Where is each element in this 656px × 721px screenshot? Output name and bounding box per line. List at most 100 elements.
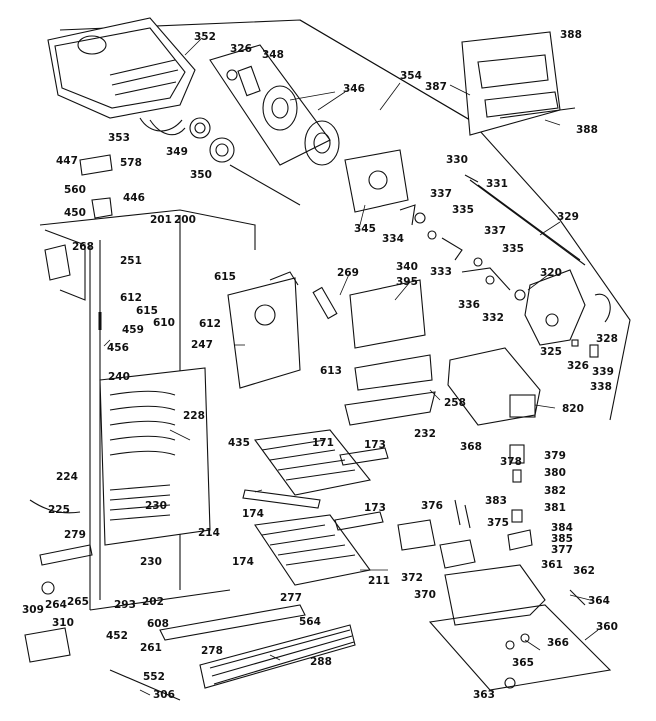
part-label-372: 372 bbox=[401, 572, 423, 584]
part-label-335-b: 335 bbox=[502, 243, 524, 255]
part-label-200: 200 bbox=[174, 214, 196, 226]
part-label-381: 381 bbox=[544, 502, 566, 514]
part-label-338: 338 bbox=[590, 381, 612, 393]
part-label-335-a: 335 bbox=[452, 204, 474, 216]
part-label-288: 288 bbox=[310, 656, 332, 668]
part-label-174-b: 174 bbox=[232, 556, 254, 568]
part-label-224: 224 bbox=[56, 471, 78, 483]
part-label-337-b: 337 bbox=[484, 225, 506, 237]
control-housing bbox=[227, 271, 301, 389]
part-label-362: 362 bbox=[573, 565, 595, 577]
part-label-352: 352 bbox=[194, 31, 216, 43]
part-label-278: 278 bbox=[201, 645, 223, 657]
part-label-361: 361 bbox=[541, 559, 563, 571]
part-label-820: 820 bbox=[562, 403, 584, 415]
evaporator bbox=[99, 367, 211, 546]
part-label-320: 320 bbox=[540, 267, 562, 279]
baskets bbox=[242, 429, 389, 586]
part-label-610: 610 bbox=[153, 317, 175, 329]
part-label-363: 363 bbox=[473, 689, 495, 701]
part-label-173-b: 173 bbox=[364, 502, 386, 514]
icemaker-assembly bbox=[447, 347, 541, 426]
part-label-211: 211 bbox=[368, 575, 390, 587]
compartment-outline bbox=[59, 19, 631, 421]
part-label-171: 171 bbox=[312, 437, 334, 449]
part-label-214: 214 bbox=[198, 527, 220, 539]
part-label-264: 264 bbox=[45, 599, 67, 611]
part-label-388-bottom: 388 bbox=[576, 124, 598, 136]
part-label-232: 232 bbox=[414, 428, 436, 440]
part-label-173-a: 173 bbox=[364, 439, 386, 451]
part-label-279: 279 bbox=[64, 529, 86, 541]
part-label-240: 240 bbox=[108, 371, 130, 383]
part-label-379: 379 bbox=[544, 450, 566, 462]
part-label-564: 564 bbox=[299, 616, 321, 628]
part-label-310: 310 bbox=[52, 617, 74, 629]
part-label-277: 277 bbox=[280, 592, 302, 604]
part-label-612-a: 612 bbox=[120, 292, 142, 304]
part-label-388-top: 388 bbox=[560, 29, 582, 41]
part-label-378: 378 bbox=[500, 456, 522, 468]
motor-plate bbox=[344, 149, 409, 213]
part-label-228: 228 bbox=[183, 410, 205, 422]
ice-bucket bbox=[47, 17, 196, 132]
part-label-360: 360 bbox=[596, 621, 618, 633]
part-label-329: 329 bbox=[557, 211, 579, 223]
part-label-269: 269 bbox=[337, 267, 359, 279]
part-label-447: 447 bbox=[56, 155, 78, 167]
part-label-366: 366 bbox=[547, 637, 569, 649]
part-label-330: 330 bbox=[446, 154, 468, 166]
part-label-265: 265 bbox=[67, 596, 89, 608]
part-label-560: 560 bbox=[64, 184, 86, 196]
part-label-615-a: 615 bbox=[214, 271, 236, 283]
part-label-353: 353 bbox=[108, 132, 130, 144]
part-label-346: 346 bbox=[343, 83, 365, 95]
dispenser-tray bbox=[428, 564, 612, 691]
part-label-340: 340 bbox=[396, 261, 418, 273]
part-label-452: 452 bbox=[106, 630, 128, 642]
part-label-332: 332 bbox=[482, 312, 504, 324]
part-label-376: 376 bbox=[421, 500, 443, 512]
part-label-339: 339 bbox=[592, 366, 614, 378]
lower-parts bbox=[24, 499, 356, 701]
part-label-326: 326 bbox=[230, 43, 252, 55]
part-label-174-a: 174 bbox=[242, 508, 264, 520]
part-label-395: 395 bbox=[396, 276, 418, 288]
shelf-panels bbox=[312, 279, 436, 426]
part-label-446: 446 bbox=[123, 192, 145, 204]
part-label-326-b: 326 bbox=[567, 360, 589, 372]
part-label-377: 377 bbox=[551, 544, 573, 556]
part-label-459: 459 bbox=[122, 324, 144, 336]
part-label-382: 382 bbox=[544, 485, 566, 497]
part-label-202: 202 bbox=[142, 596, 164, 608]
part-label-608: 608 bbox=[147, 618, 169, 630]
part-label-334: 334 bbox=[382, 233, 404, 245]
part-label-325: 325 bbox=[540, 346, 562, 358]
part-label-306: 306 bbox=[153, 689, 175, 701]
part-label-435: 435 bbox=[228, 437, 250, 449]
part-label-350: 350 bbox=[190, 169, 212, 181]
part-label-230-b: 230 bbox=[140, 556, 162, 568]
part-label-201: 201 bbox=[150, 214, 172, 226]
dispenser-components bbox=[397, 444, 533, 569]
linkage-parts bbox=[399, 174, 586, 301]
part-label-309: 309 bbox=[22, 604, 44, 616]
part-label-552: 552 bbox=[143, 671, 165, 683]
part-label-225: 225 bbox=[48, 504, 70, 516]
switch-parts bbox=[44, 154, 113, 281]
part-label-450: 450 bbox=[64, 207, 86, 219]
dispenser-door bbox=[461, 31, 576, 136]
part-label-384: 384 bbox=[551, 522, 573, 534]
part-label-348: 348 bbox=[262, 49, 284, 61]
part-label-385: 385 bbox=[551, 533, 573, 545]
part-label-368: 368 bbox=[460, 441, 482, 453]
auger-parts bbox=[149, 44, 340, 206]
part-label-230-a: 230 bbox=[145, 500, 167, 512]
part-label-380: 380 bbox=[544, 467, 566, 479]
part-label-364: 364 bbox=[588, 595, 610, 607]
part-label-328: 328 bbox=[596, 333, 618, 345]
part-label-345: 345 bbox=[354, 223, 376, 235]
part-label-331: 331 bbox=[486, 178, 508, 190]
